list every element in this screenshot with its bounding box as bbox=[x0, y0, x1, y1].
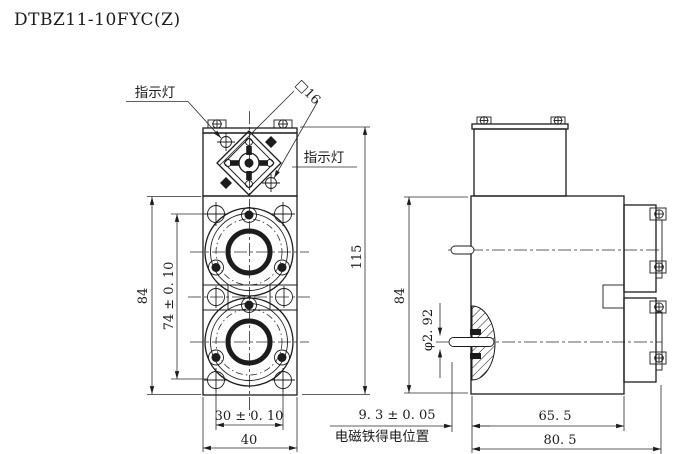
dim-pin-diameter: φ2. 92 bbox=[421, 309, 436, 351]
front-upper-flange bbox=[204, 207, 294, 297]
side-top-plate bbox=[471, 123, 569, 130]
front-valve-body bbox=[202, 195, 298, 396]
dim-front-total-height: 115 bbox=[350, 245, 365, 270]
side-pin-lower bbox=[448, 337, 495, 347]
side-solenoid-box bbox=[473, 128, 567, 197]
front-lower-flange bbox=[204, 297, 294, 387]
front-middle-band bbox=[203, 284, 297, 311]
indicator-light-label-left: 指示灯 bbox=[135, 85, 176, 101]
dim-front-body-height: 84 bbox=[136, 288, 151, 305]
indicator-light-symbol-right bbox=[262, 174, 280, 192]
side-override-block bbox=[602, 284, 625, 309]
energized-position-label: 电磁铁得电位置 bbox=[335, 428, 430, 445]
front-square-connector bbox=[216, 130, 282, 196]
screw-marker-icon bbox=[265, 136, 277, 148]
indicator-light-label-right: 指示灯 bbox=[304, 150, 345, 166]
indicator-light-symbol-left bbox=[217, 133, 235, 151]
dim-front-hole-spacing-h: 30 ± 0. 10 bbox=[215, 409, 284, 424]
dim-depth-body: 65. 5 bbox=[538, 409, 571, 424]
side-upper-connector bbox=[623, 204, 667, 293]
side-lower-connector bbox=[623, 297, 667, 383]
side-view: 84 φ2. 92 9. 3 ± 0. 05 电磁铁得电位置 65. 5 80.… bbox=[330, 116, 667, 454]
dim-side-body-height: 84 bbox=[393, 288, 408, 305]
dim-front-hole-spacing-v: 74 ± 0. 10 bbox=[162, 262, 177, 331]
dim-front-width: 40 bbox=[241, 433, 258, 448]
screw-marker-icon bbox=[220, 177, 232, 189]
dim-pin-position: 9. 3 ± 0. 05 bbox=[358, 408, 435, 423]
side-top-screw-tabs bbox=[476, 116, 566, 125]
side-valve-body bbox=[470, 195, 625, 395]
front-mounting-holes bbox=[204, 202, 295, 392]
square-size-label: □16 bbox=[292, 77, 323, 108]
dim-depth-total: 80. 5 bbox=[543, 433, 576, 448]
side-pin-upper bbox=[450, 245, 475, 255]
front-top-screw-tabs bbox=[207, 119, 293, 129]
front-view: 指示灯 □16 指示灯 84 74 ± 0. 10 115 30 ± 0. 10… bbox=[126, 77, 370, 452]
drawing-title: DTBZ11-10FYC(Z) bbox=[14, 10, 181, 30]
